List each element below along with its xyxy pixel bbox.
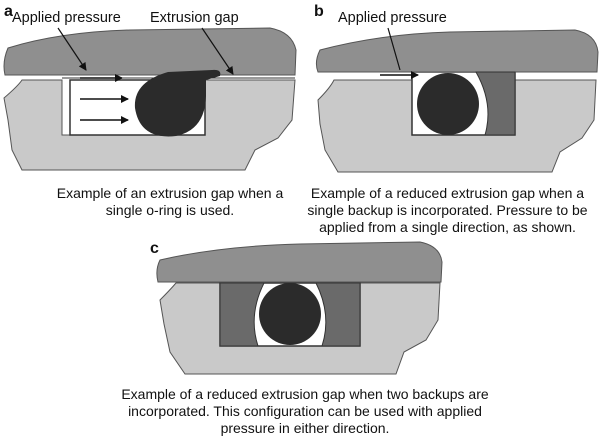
panel-a-applied-pressure-leader bbox=[57, 27, 87, 71]
panel-b: b Applied pressure bbox=[314, 3, 599, 173]
panel-c-letter: c bbox=[150, 240, 159, 257]
panel-c-oring bbox=[259, 283, 321, 345]
panel-b-letter: b bbox=[314, 3, 324, 20]
panel-b-applied-pressure-leader bbox=[387, 27, 401, 71]
panel-a-oring bbox=[134, 69, 221, 137]
panel-a-extrusion-gap-leader bbox=[201, 27, 234, 75]
panel-c-right-backup-ring bbox=[315, 282, 361, 347]
panel-a-letter: a bbox=[4, 3, 13, 20]
panel-b-caption: Example of a reduced extrusion gap when … bbox=[307, 185, 588, 235]
panel-a: a Applied pressure Extrusion gap bbox=[3, 3, 297, 171]
panel-b-backup-ring bbox=[475, 71, 516, 136]
panel-a-upper-housing bbox=[3, 27, 297, 76]
panel-c-left-backup-ring bbox=[219, 282, 265, 347]
panel-a-lower-housing bbox=[3, 79, 296, 171]
panel-a-applied-pressure-label: Applied pressure bbox=[12, 10, 121, 26]
panel-b-applied-pressure-label: Applied pressure bbox=[338, 10, 447, 26]
panel-b-oring bbox=[417, 73, 479, 135]
panel-a-extrusion-gap-label: Extrusion gap bbox=[150, 10, 239, 26]
panel-a-caption: Example of an extrusion gap when a singl… bbox=[56, 185, 284, 218]
panel-c-upper-housing bbox=[156, 241, 443, 283]
panel-c-caption: Example of a reduced extrusion gap when … bbox=[121, 386, 489, 436]
panel-b-upper-housing bbox=[315, 29, 599, 73]
panel-c: c bbox=[150, 240, 443, 375]
